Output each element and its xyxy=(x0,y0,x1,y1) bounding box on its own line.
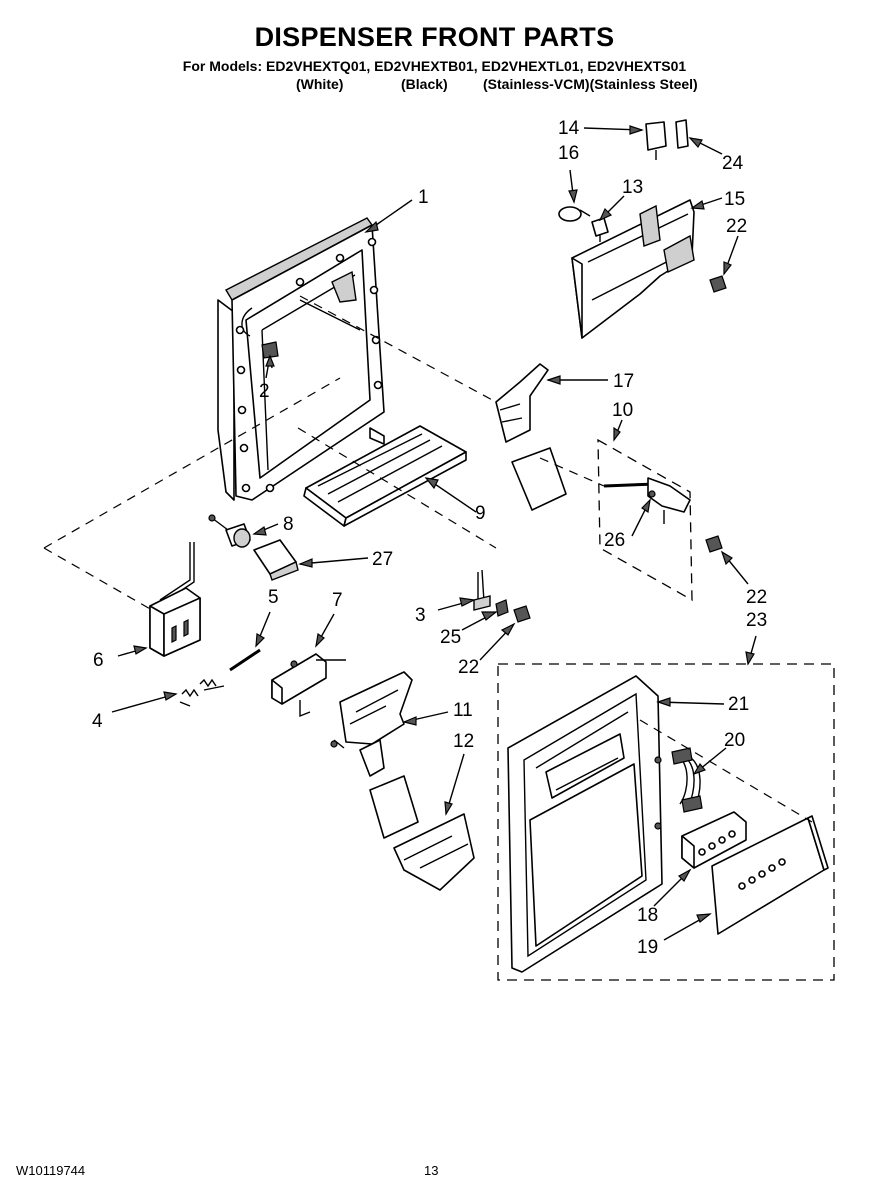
page-number: 13 xyxy=(424,1163,439,1178)
part-springs xyxy=(179,678,225,707)
callout-22-top: 22 xyxy=(726,216,747,237)
callout-1: 1 xyxy=(418,187,429,208)
variant-stainless: (Stainless-VCM)(Stainless Steel) xyxy=(483,76,698,92)
part-screw-22a xyxy=(709,275,727,293)
callout-4: 4 xyxy=(92,711,103,732)
part-clip xyxy=(473,569,491,611)
part-socket xyxy=(591,217,609,242)
callout-16: 16 xyxy=(558,143,579,164)
part-ice-paddle xyxy=(330,671,419,839)
callout-leaders xyxy=(111,125,757,941)
callout-13: 13 xyxy=(622,177,643,198)
page-title: DISPENSER FRONT PARTS xyxy=(254,22,615,52)
callout-18: 18 xyxy=(637,905,658,926)
callout-12: 12 xyxy=(453,731,474,752)
group-box-10 xyxy=(597,438,693,602)
callout-22-low: 22 xyxy=(458,657,479,678)
part-light-housing xyxy=(571,199,695,339)
callout-22-mid: 22 xyxy=(746,587,767,608)
part-pad-24 xyxy=(675,119,689,149)
callout-8: 8 xyxy=(283,514,294,535)
part-front-panel xyxy=(507,675,663,973)
callout-19: 19 xyxy=(637,937,658,958)
callout-24: 24 xyxy=(722,153,744,174)
document-number: W10119744 xyxy=(16,1163,86,1178)
callout-26: 26 xyxy=(604,530,625,551)
part-solenoid xyxy=(208,514,251,548)
callout-23: 23 xyxy=(746,610,767,631)
part-ice-chute xyxy=(393,813,475,891)
callout-27: 27 xyxy=(372,549,393,570)
part-drip-tray xyxy=(303,425,467,527)
part-water-lever xyxy=(495,363,567,511)
part-bulb xyxy=(558,206,591,222)
callout-15: 15 xyxy=(724,189,745,210)
part-switch-board xyxy=(681,811,747,869)
part-water-valve-arm xyxy=(603,477,691,524)
callout-2: 2 xyxy=(259,381,270,402)
callout-10: 10 xyxy=(612,400,633,421)
part-housing-frame xyxy=(217,217,385,501)
callout-17: 17 xyxy=(613,371,634,392)
part-control-board xyxy=(149,542,201,657)
assembly-lines xyxy=(43,295,813,823)
variant-white: (White) xyxy=(296,76,344,92)
callout-5: 5 xyxy=(268,587,279,608)
callout-20: 20 xyxy=(724,730,745,751)
callout-11: 11 xyxy=(453,700,473,721)
callout-14: 14 xyxy=(558,118,580,139)
part-actuator-block xyxy=(271,653,346,718)
callout-25: 25 xyxy=(440,627,461,648)
group-box-23 xyxy=(497,663,835,981)
part-screw-22c xyxy=(513,605,531,623)
part-screw-22b xyxy=(705,535,723,553)
part-control-bezel xyxy=(711,815,829,935)
callout-labels: 1 2 9 8 27 5 7 6 4 11 12 17 10 26 22 3 2… xyxy=(92,118,767,958)
part-gasket xyxy=(495,599,509,617)
part-wire-harness xyxy=(671,747,703,813)
part-pin xyxy=(229,648,261,672)
part-switch-14 xyxy=(645,121,667,160)
callout-21: 21 xyxy=(728,694,749,715)
callout-9: 9 xyxy=(475,503,486,524)
callout-7: 7 xyxy=(332,590,343,611)
callout-6: 6 xyxy=(93,650,104,671)
callout-3: 3 xyxy=(415,605,426,626)
variant-black: (Black) xyxy=(401,76,448,92)
models-line: For Models: ED2VHEXTQ01, ED2VHEXTB01, ED… xyxy=(182,58,687,74)
part-cover xyxy=(253,539,299,581)
